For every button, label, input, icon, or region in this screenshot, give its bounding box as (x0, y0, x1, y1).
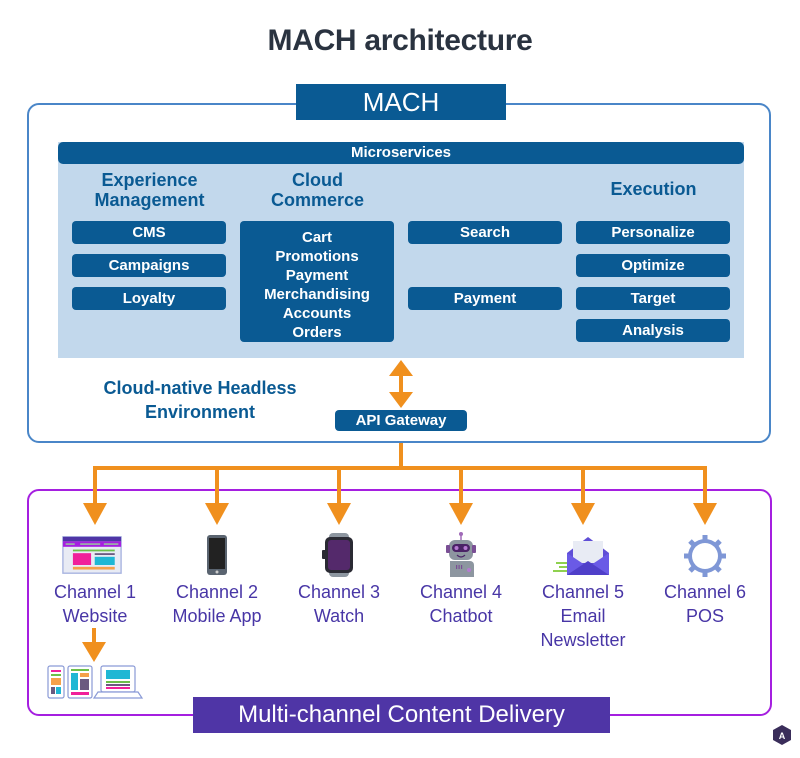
channel-1-label: Channel 1 Website (30, 580, 160, 628)
delivery-label: Multi-channel Content Delivery (193, 697, 610, 733)
channel-desc: Watch (313, 606, 365, 626)
mobile-phone-icon (207, 535, 227, 575)
responsive-devices-icon (47, 665, 144, 699)
channel-desc: Newsletter (540, 630, 626, 650)
channel-name: Channel 6 (663, 582, 747, 602)
channel-desc: Website (62, 606, 128, 626)
logo-badge-icon: A (773, 725, 791, 745)
channel-2-label: Channel 2 Mobile App (152, 580, 282, 628)
service-orders: Orders (292, 324, 342, 341)
mach-label: MACH (296, 84, 506, 120)
heading-line: Execution (610, 179, 697, 199)
service-campaigns: Campaigns (72, 254, 226, 277)
service-cms: CMS (72, 221, 226, 244)
service-payment-standalone: Payment (408, 287, 562, 310)
service-promotions: Promotions (275, 248, 359, 265)
service-analysis: Analysis (576, 319, 730, 342)
channel-name: Channel 4 (419, 582, 503, 602)
service-loyalty: Loyalty (72, 287, 226, 310)
column-heading-experience-management: Experience Management (72, 170, 227, 210)
api-gateway: API Gateway (335, 410, 467, 431)
channel-desc: POS (685, 606, 724, 626)
svg-text:A: A (779, 731, 786, 741)
channel-name: Channel 5 (541, 582, 625, 602)
service-search: Search (408, 221, 562, 244)
service-payment: Payment (285, 267, 349, 284)
channel-name: Channel 2 (175, 582, 259, 602)
environment-line: Environment (144, 402, 255, 422)
environment-line: Cloud-native Headless (103, 378, 297, 398)
channel-desc: Chatbot (429, 606, 493, 626)
email-icon (553, 537, 609, 575)
robot-icon (446, 532, 476, 577)
environment-label: Cloud-native Headless Environment (80, 376, 320, 424)
channel-name: Channel 3 (297, 582, 381, 602)
service-personalize: Personalize (576, 221, 730, 244)
service-target: Target (576, 287, 730, 310)
channel-name: Channel 1 (53, 582, 137, 602)
channel-3-label: Channel 3 Watch (274, 580, 404, 628)
channel-6-label: Channel 6 POS (640, 580, 770, 628)
gear-icon (684, 535, 726, 577)
service-merchandising: Merchandising (264, 286, 370, 303)
microservices-bar: Microservices (58, 142, 744, 164)
smartwatch-icon (322, 533, 353, 577)
diagram-title: MACH architecture (267, 24, 533, 57)
service-optimize: Optimize (576, 254, 730, 277)
channel-4-label: Channel 4 Chatbot (396, 580, 526, 628)
service-cart: Cart (301, 229, 332, 246)
heading-line: Cloud (292, 170, 343, 190)
service-cloud-commerce-block: Cart Promotions Payment Merchandising Ac… (240, 221, 394, 342)
heading-line: Management (94, 190, 205, 210)
channel-desc: Mobile App (172, 606, 262, 626)
column-heading-execution: Execution (576, 179, 731, 199)
heading-line: Experience (101, 170, 198, 190)
channel-5-label: Channel 5 Email Newsletter (518, 580, 648, 652)
service-accounts: Accounts (282, 305, 352, 322)
channel-desc: Email (560, 606, 606, 626)
column-heading-cloud-commerce: Cloud Commerce (240, 170, 395, 210)
website-icon (62, 536, 122, 574)
heading-line: Commerce (270, 190, 365, 210)
